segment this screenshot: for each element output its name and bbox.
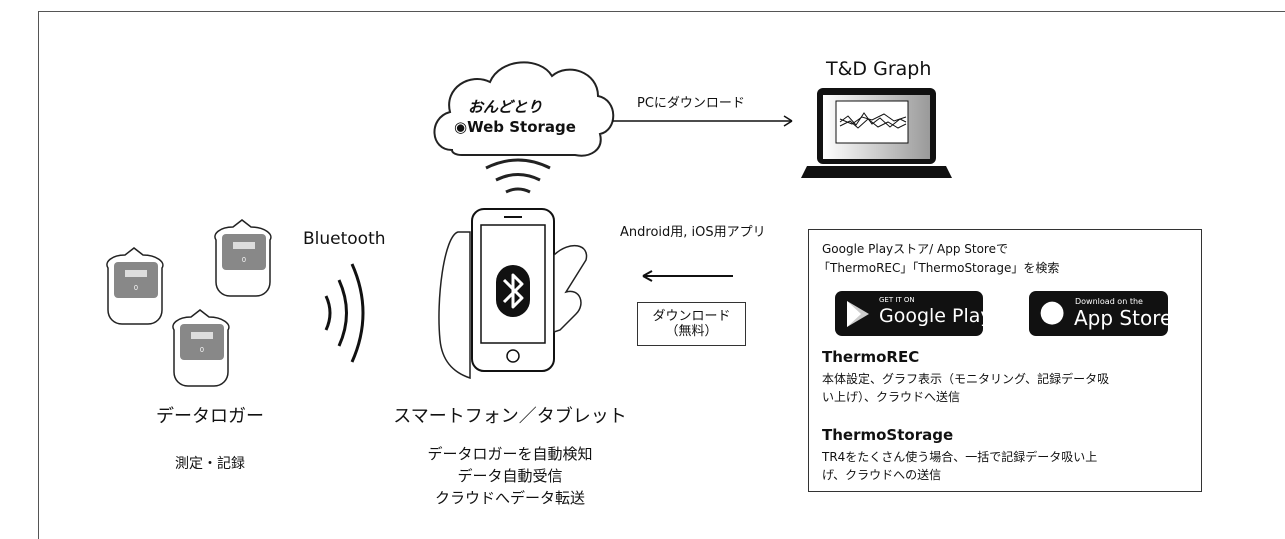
app-store-small-text: Download on the <box>1075 297 1143 306</box>
store-search-line1: Google Playストア/ App Storeで <box>822 242 1008 256</box>
google-play-big-text: Google Play <box>879 305 992 327</box>
download-label: ダウンロード <box>652 309 731 324</box>
google-play-badge[interactable]: GET IT ON Google Play <box>835 291 992 336</box>
app-info-box: Google Playストア/ App Storeで 「ThermoREC」「T… <box>808 229 1202 492</box>
cloud-logo-line2: ◉Web Storage <box>454 118 576 136</box>
globe-icon: ◉ <box>454 118 468 136</box>
logger-display: 0 <box>134 285 138 292</box>
thermorec-name: ThermoREC <box>822 348 920 366</box>
cloud-logo-web-storage: Web Storage <box>467 118 576 136</box>
diagram-frame <box>38 11 1285 539</box>
data-logger-icon <box>106 247 164 325</box>
bluetooth-icon <box>496 265 530 317</box>
logger-desc: 測定・記録 <box>175 456 245 472</box>
pc-app-title: T&D Graph <box>826 58 932 80</box>
logger-display: 0 <box>242 257 246 264</box>
laptop-icon <box>801 88 952 178</box>
free-label: （無料） <box>665 324 718 339</box>
store-search-line2: 「ThermoREC」「ThermoStorage」を検索 <box>818 261 1060 275</box>
smartphone-desc-2: データ自動受信 <box>457 467 563 485</box>
pc-download-label: PCにダウンロード <box>637 96 745 111</box>
apps-label: Android用, iOS用アプリ <box>620 225 766 240</box>
logger-display: 0 <box>200 347 204 354</box>
apple-icon: ● <box>1039 294 1066 329</box>
google-play-icon <box>847 301 869 327</box>
arrow-to-pc <box>612 115 793 127</box>
thermostorage-desc-2: げ、クラウドへの送信 <box>822 468 942 482</box>
thermorec-desc-1: 本体設定、グラフ表示（モニタリング、記録データ吸 <box>822 372 1110 386</box>
thermostorage-desc-1: TR4をたくさん使う場合、一括で記録データ吸い上 <box>822 450 1098 464</box>
google-play-small-text: GET IT ON <box>879 296 915 304</box>
logger-title: データロガー <box>156 406 264 427</box>
cloud-icon <box>433 61 615 157</box>
app-store-big-text: App Store <box>1074 306 1173 330</box>
cloud-signal-waves <box>485 158 551 194</box>
smartphone-desc-3: クラウドへデータ転送 <box>434 489 585 507</box>
data-logger-icon <box>214 219 272 297</box>
bluetooth-waves <box>324 263 365 363</box>
smartphone-desc-1: データロガーを自動検知 <box>427 445 593 463</box>
data-logger-icon <box>172 309 230 387</box>
thermorec-desc-2: い上げ）、クラウドへ送信 <box>822 390 961 404</box>
thermostorage-name: ThermoStorage <box>822 426 954 444</box>
download-free-box: ダウンロード （無料） <box>637 302 746 346</box>
arrow-from-store <box>642 270 733 282</box>
smartphone-title: スマートフォン／タブレット <box>393 406 627 427</box>
cloud-logo-line1: おんどとり <box>468 98 543 116</box>
bluetooth-label: Bluetooth <box>303 229 386 249</box>
app-store-badge[interactable]: ● Download on the App Store <box>1029 291 1172 336</box>
